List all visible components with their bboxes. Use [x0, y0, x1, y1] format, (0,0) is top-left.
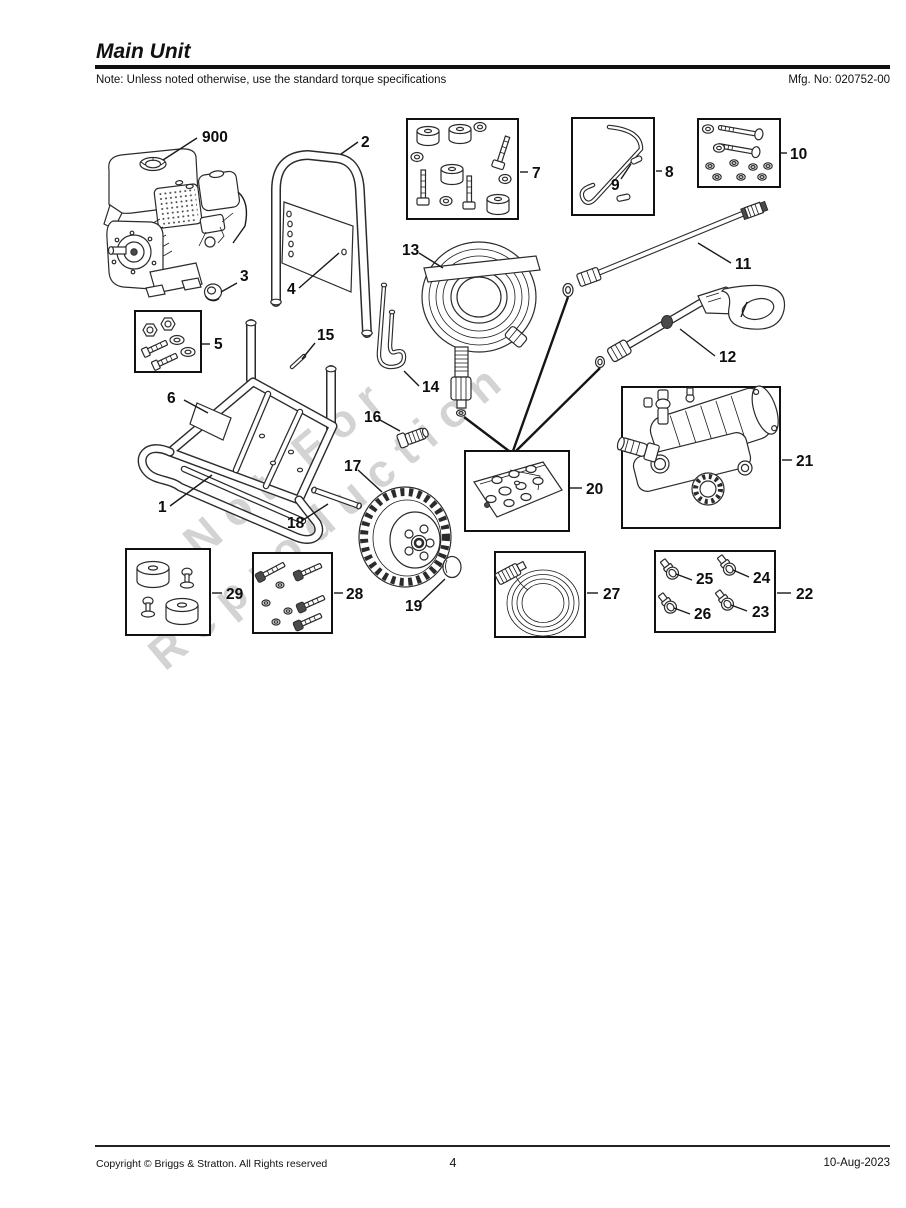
- callout-12: 12: [719, 349, 736, 366]
- kit-box-8: [571, 117, 655, 216]
- footer-page-number: 4: [449, 1156, 457, 1170]
- callout-5: 5: [214, 336, 223, 353]
- part-pump: [616, 385, 779, 506]
- kit-box-27: [494, 551, 586, 638]
- callout-9: 9: [611, 177, 620, 194]
- callout-13: 13: [402, 242, 420, 259]
- kit-box-29: [125, 548, 211, 636]
- part-spray-wand: [562, 200, 769, 298]
- kit-box-10: [697, 118, 781, 188]
- part-engine: [103, 148, 248, 298]
- kit-box-22: 25 24 26 23: [654, 550, 776, 633]
- part-axle: [311, 486, 362, 510]
- callout-29: 29: [226, 586, 244, 603]
- callout-25: 25: [696, 571, 714, 588]
- callout-20: 20: [586, 481, 603, 498]
- part-nozzle-23: [715, 589, 735, 611]
- part-nozzle-24: [717, 554, 737, 576]
- callout-18: 18: [287, 515, 305, 532]
- callout-27: 27: [603, 586, 620, 603]
- callout-28: 28: [346, 586, 364, 603]
- footer-copyright: Copyright © Briggs & Stratton. All Right…: [96, 1158, 328, 1170]
- part-nozzle-25: [660, 558, 680, 580]
- torque-note: Note: Unless noted otherwise, use the st…: [96, 74, 447, 86]
- callout-19: 19: [405, 598, 423, 615]
- part-grommet: [203, 283, 223, 302]
- callout-3: 3: [240, 268, 249, 285]
- footer-date: 10-Aug-2023: [823, 1157, 891, 1169]
- header-rule: [95, 65, 890, 69]
- callout-11: 11: [735, 256, 752, 273]
- kit-box-20: [464, 450, 570, 532]
- part-handle: [270, 150, 373, 338]
- part-spray-gun: [594, 284, 786, 369]
- callout-4: 4: [287, 281, 296, 298]
- callout-6: 6: [167, 390, 176, 407]
- footer-rule: [95, 1145, 890, 1147]
- part-pin: [289, 353, 307, 370]
- kit-box-28: [252, 552, 333, 634]
- callout-10: 10: [790, 146, 807, 163]
- mfg-number: Mfg. No: 020752-00: [788, 74, 890, 86]
- kit-box-7: [406, 118, 519, 220]
- callout-900: 900: [202, 129, 228, 146]
- part-handle-panel: [281, 201, 354, 293]
- part-base-plate: [189, 402, 232, 441]
- callout-14: 14: [422, 379, 440, 396]
- part-cart-frame: [137, 319, 338, 544]
- callout-7: 7: [532, 165, 541, 182]
- part-wheel: [358, 486, 452, 588]
- part-high-pressure-hose: [421, 241, 541, 417]
- callout-26: 26: [694, 606, 712, 623]
- kit-box-21: [616, 385, 781, 529]
- callout-23: 23: [752, 604, 770, 621]
- callout-2: 2: [361, 134, 370, 151]
- callout-24: 24: [753, 570, 771, 587]
- callout-8: 8: [665, 164, 674, 181]
- part-wire-hook: [376, 282, 407, 370]
- kit-box-5: [134, 310, 202, 373]
- callout-1: 1: [158, 499, 167, 516]
- callout-17: 17: [344, 458, 361, 475]
- callout-16: 16: [364, 409, 382, 426]
- part-hub-cap: [442, 555, 462, 579]
- part-inlet-fitting: [396, 427, 429, 449]
- page-title: Main Unit: [96, 40, 191, 63]
- part-nozzle-26: [658, 592, 678, 614]
- callout-21: 21: [796, 453, 814, 470]
- callout-22: 22: [796, 586, 813, 603]
- callout-15: 15: [317, 327, 335, 344]
